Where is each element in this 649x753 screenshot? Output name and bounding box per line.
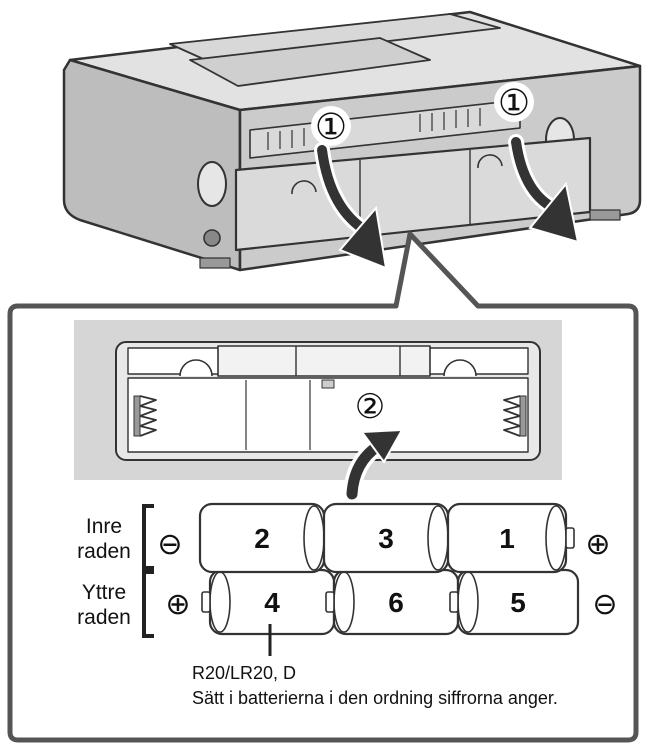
battery-compartment [115, 341, 541, 461]
battery-end-cap [545, 505, 567, 571]
battery-number: 4 [264, 587, 280, 618]
battery-inner-2: 3 [322, 502, 457, 574]
step1-callout-left: ① [311, 106, 351, 147]
battery-terminal [325, 591, 335, 613]
battery-terminal [565, 527, 575, 549]
step2-label: ② [355, 388, 385, 426]
battery-outer-3: 5 [449, 568, 580, 636]
inner-row-bracket [142, 504, 154, 570]
outer-row-right-minus-sign: ⊖ [592, 588, 617, 621]
battery-terminal [201, 591, 211, 613]
outer-row-label-line2: raden [77, 606, 131, 629]
detail-callout-frame [7, 231, 639, 743]
battery-outer-1: 4 [201, 568, 336, 636]
step1-label-right: ① [498, 82, 530, 123]
step2-arrow [343, 428, 404, 503]
battery-end-cap [303, 505, 325, 571]
outer-row-bracket [142, 570, 154, 638]
inner-row-right-plus-sign: ⊕ [585, 528, 610, 561]
inner-row-label-line2: raden [77, 540, 131, 563]
battery-end-cap [333, 571, 355, 633]
step1-label-left: ① [315, 106, 347, 147]
battery-terminal [449, 591, 459, 613]
batteries: 4 6 5 2 3 1 [198, 502, 580, 636]
step1-arrow-right [508, 134, 580, 244]
outer-row-label-line1: Yttre [82, 581, 126, 604]
outer-row-left-plus-sign: ⊕ [165, 588, 190, 621]
battery-end-cap [427, 505, 449, 571]
battery-number: 1 [499, 523, 515, 554]
battery-number: 2 [254, 523, 270, 554]
step1-arrow-left [314, 142, 388, 270]
outer-row-label: Yttre raden [77, 581, 131, 629]
battery-inner-1: 2 [198, 502, 333, 574]
battery-end-cap [457, 571, 479, 633]
battery-inner-3: 1 [446, 502, 575, 574]
battery-end-cap [209, 571, 231, 633]
inner-row-label-line1: Inre [86, 515, 122, 538]
battery-type-label: R20/LR20, D [192, 663, 296, 683]
inner-row-left-minus-sign: ⊖ [157, 528, 182, 561]
inner-row-label: Inre raden [77, 515, 131, 563]
battery-number: 5 [510, 587, 526, 618]
instruction-text: Sätt i batterierna i den ordning siffror… [192, 688, 558, 708]
battery-outer-2: 6 [325, 568, 460, 636]
battery-number: 3 [378, 523, 394, 554]
battery-number: 6 [388, 587, 404, 618]
step1-callout-right: ① [494, 82, 534, 123]
